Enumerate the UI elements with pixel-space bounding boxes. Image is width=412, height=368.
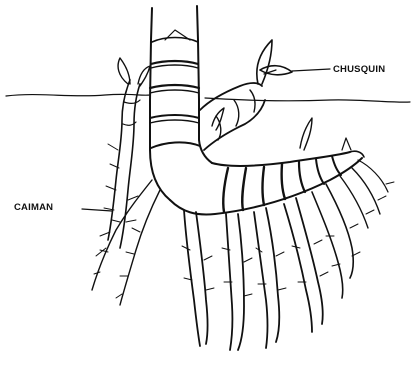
label-chusquin: CHUSQUIN bbox=[333, 64, 385, 75]
left-roots bbox=[92, 180, 160, 305]
chusquin-shoot bbox=[200, 40, 330, 150]
caiman-branch bbox=[82, 58, 150, 256]
main-culm bbox=[150, 6, 212, 200]
lower-roots bbox=[182, 160, 394, 350]
ground-line bbox=[6, 94, 410, 102]
label-caiman: CAIMAN bbox=[14, 202, 53, 213]
